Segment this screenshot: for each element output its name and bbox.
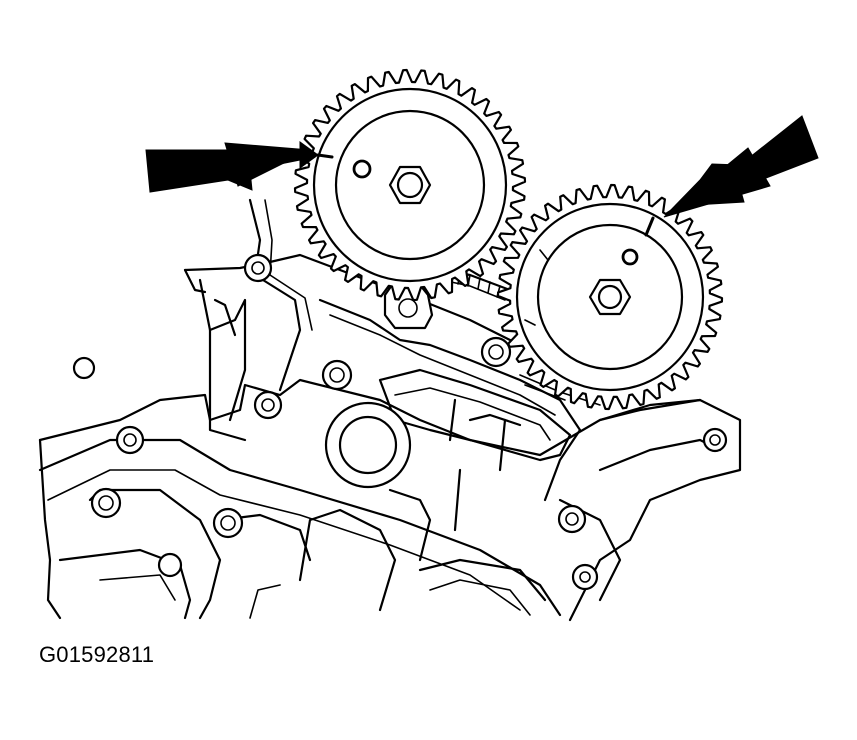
left-timing-mark — [318, 155, 332, 157]
figure-code: G01592811 — [39, 642, 155, 667]
right-timing-mark-arrow — [664, 116, 818, 217]
right-timing-mark — [646, 218, 653, 235]
engine-block-outline — [40, 200, 740, 620]
left-timing-mark-arrow — [146, 142, 318, 192]
left-camshaft-sprocket — [295, 70, 525, 300]
right-camshaft-sprocket — [498, 185, 722, 409]
bolt-holes — [74, 255, 726, 589]
left-timing-dot — [354, 161, 370, 177]
right-timing-dot — [623, 250, 637, 264]
